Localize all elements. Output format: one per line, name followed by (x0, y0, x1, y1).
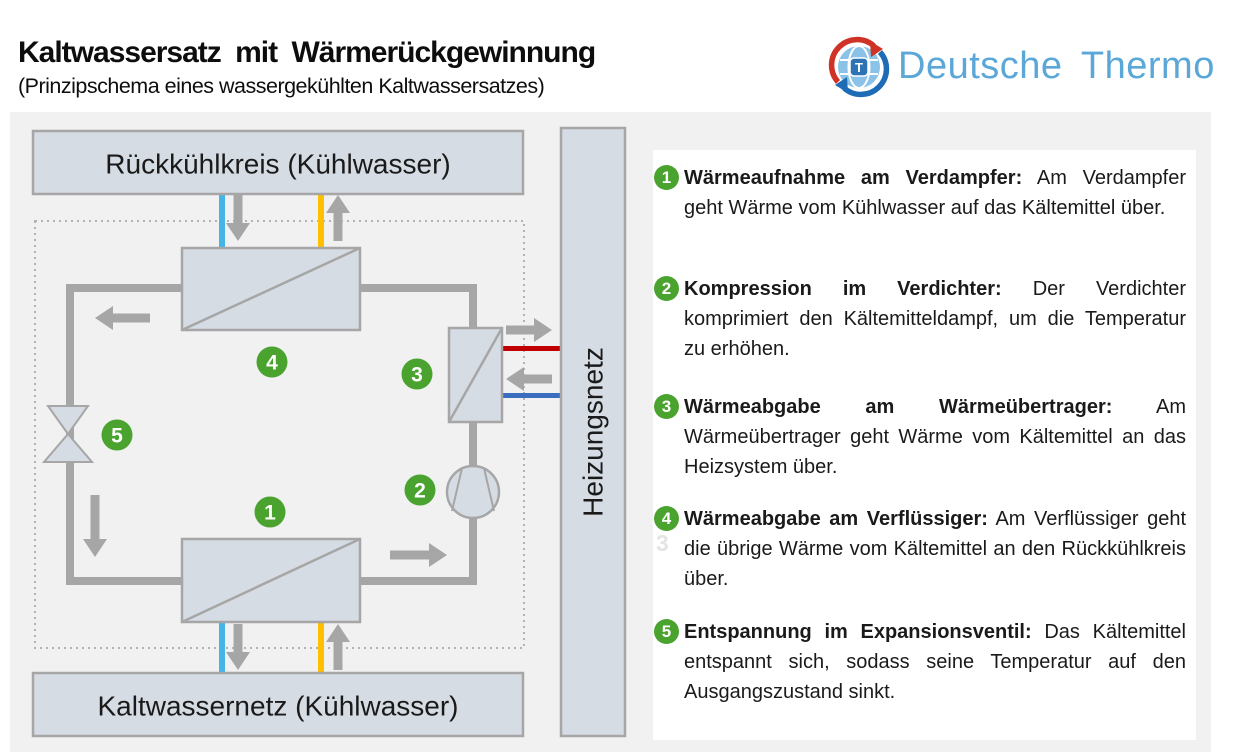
legend-text-4: Wärmeabgabe am Verflüssiger: Am Verflüss… (684, 504, 1186, 594)
chilled-water-network-box (31, 671, 525, 738)
down-arrow-after-valve (83, 495, 107, 557)
right-arrow-evaporator-out (390, 543, 447, 567)
legend-heading: Wärmeaufnahme am Verdampfer: (684, 167, 1023, 189)
step-badge-2: 2 (654, 276, 679, 301)
badge-3-number: 3 (411, 364, 423, 387)
logo-text: Deutsche Thermo (898, 44, 1215, 87)
step-number: 1 (661, 167, 672, 187)
legend-heading: Wärmeabgabe am Verflüssiger: (684, 508, 988, 530)
legend-item-2: 2 Kompression im Verdichter: Der Verdich… (654, 274, 1190, 364)
warm-return-line-bottom (318, 621, 324, 674)
legend-heading: Kompression im Verdichter: (684, 278, 1002, 300)
heat-exchangers (180, 246, 504, 624)
up-arrow-bottom (326, 624, 350, 670)
legend-heading: Wärmeabgabe am Wärmeübertrager: (684, 396, 1113, 418)
system-boundary-dotted-rect (34, 220, 525, 649)
flow-arrows (83, 195, 552, 670)
legend-item-3: 3 Wärmeabgabe am Wärmeübertrager: Am Wär… (654, 392, 1190, 482)
heating-network-box (559, 126, 627, 738)
badge-4-number: 4 (266, 352, 278, 375)
diagram-step-badges: 1 2 3 4 5 (101, 346, 436, 528)
expansion-valve-symbol (41, 405, 95, 463)
up-arrow-top (326, 195, 350, 241)
badge-4-condenser (256, 346, 288, 378)
logo-letter: T (855, 60, 863, 75)
legend-text-3: Wärmeabgabe am Wärmeübertrager: Am Wärme… (684, 392, 1186, 482)
step-number: 3 (661, 396, 672, 416)
step-number: 4 (661, 508, 672, 528)
legend-body: Der Verdichter komprimiert den Kältemitt… (684, 278, 1186, 360)
globe-arrows-icon: T (828, 36, 890, 98)
badge-2-number: 2 (414, 480, 426, 503)
badge-5-number: 5 (111, 425, 123, 448)
badge-1-number: 1 (264, 502, 276, 525)
right-arrow-to-heating (506, 318, 552, 342)
heating-return-line-blue (502, 393, 561, 398)
step-badge-5: 5 (654, 619, 679, 644)
step-badge-3: 3 (654, 394, 679, 419)
logo: T Deutsche Thermo (826, 33, 1215, 99)
recooling-circuit-label: Rückkühlkreis (Kühlwasser) (105, 149, 450, 180)
legend-body: Am Verdampfer geht Wärme vom Kühlwasser … (684, 167, 1186, 219)
legend-body: Das Kältemittel entspannt sich, sodass s… (684, 621, 1186, 703)
legend-body: Am Verflüssiger geht die übrige Wärme vo… (684, 508, 1187, 590)
legend-background-panel (653, 150, 1196, 740)
down-arrow-bottom (226, 624, 250, 670)
left-arrow-condenser-out (95, 306, 150, 330)
legend-item-1: 1 Wärmeaufnahme am Verdampfer: Am Verdam… (654, 163, 1190, 223)
legend-item-4: 4 Wärmeabgabe am Verflüssiger: Am Verflü… (654, 504, 1190, 594)
badge-2-compressor (404, 474, 436, 506)
heating-network-label: Heizungsnetz (578, 347, 609, 517)
page-subtitle: (Prinzipschema eines wassergekühlten Kal… (18, 74, 545, 98)
legend-text-1: Wärmeaufnahme am Verdampfer: Am Verdampf… (684, 163, 1186, 223)
legend-text-5: Entspannung im Expansionsventil: Das Käl… (684, 617, 1186, 707)
down-arrow-top (226, 195, 250, 241)
left-arrow-from-heating (506, 367, 552, 391)
step-badge-4: 4 (654, 506, 679, 531)
heating-flow-line-red (502, 346, 561, 351)
chilled-water-network-label: Kaltwassernetz (Kühlwasser) (97, 691, 458, 722)
badge-1-evaporator (254, 496, 286, 528)
legend-body: Am Wärmeübertrager geht Wärme vom Kältem… (684, 396, 1187, 478)
warm-return-line-top (318, 192, 324, 249)
legend-text-2: Kompression im Verdichter: Der Verdichte… (684, 274, 1186, 364)
legend-item-5: 5 Entspannung im Expansionsventil: Das K… (654, 617, 1190, 707)
red-arrow-arc (828, 36, 876, 84)
blue-arrow-arc (842, 50, 890, 98)
legend-heading: Entspannung im Expansionsventil: (684, 621, 1032, 643)
cold-supply-line-bottom (219, 621, 225, 674)
badge-3-heat-recovery (401, 358, 433, 390)
page-title: Kaltwassersatz mit Wärmerückgewinnung (18, 36, 596, 69)
step-number: 2 (661, 278, 672, 298)
cold-supply-line-top (219, 192, 225, 249)
header: Kaltwassersatz mit Wärmerückgewinnung (P… (18, 36, 596, 99)
refrigerant-pipes (66, 284, 477, 585)
compressor-symbol (445, 464, 501, 520)
ghost-number-3: 3 (656, 530, 669, 556)
step-badge-1: 1 (654, 165, 679, 190)
recooling-circuit-box (31, 129, 525, 196)
step-number: 5 (661, 621, 672, 641)
badge-5-expansion-valve (101, 419, 133, 451)
